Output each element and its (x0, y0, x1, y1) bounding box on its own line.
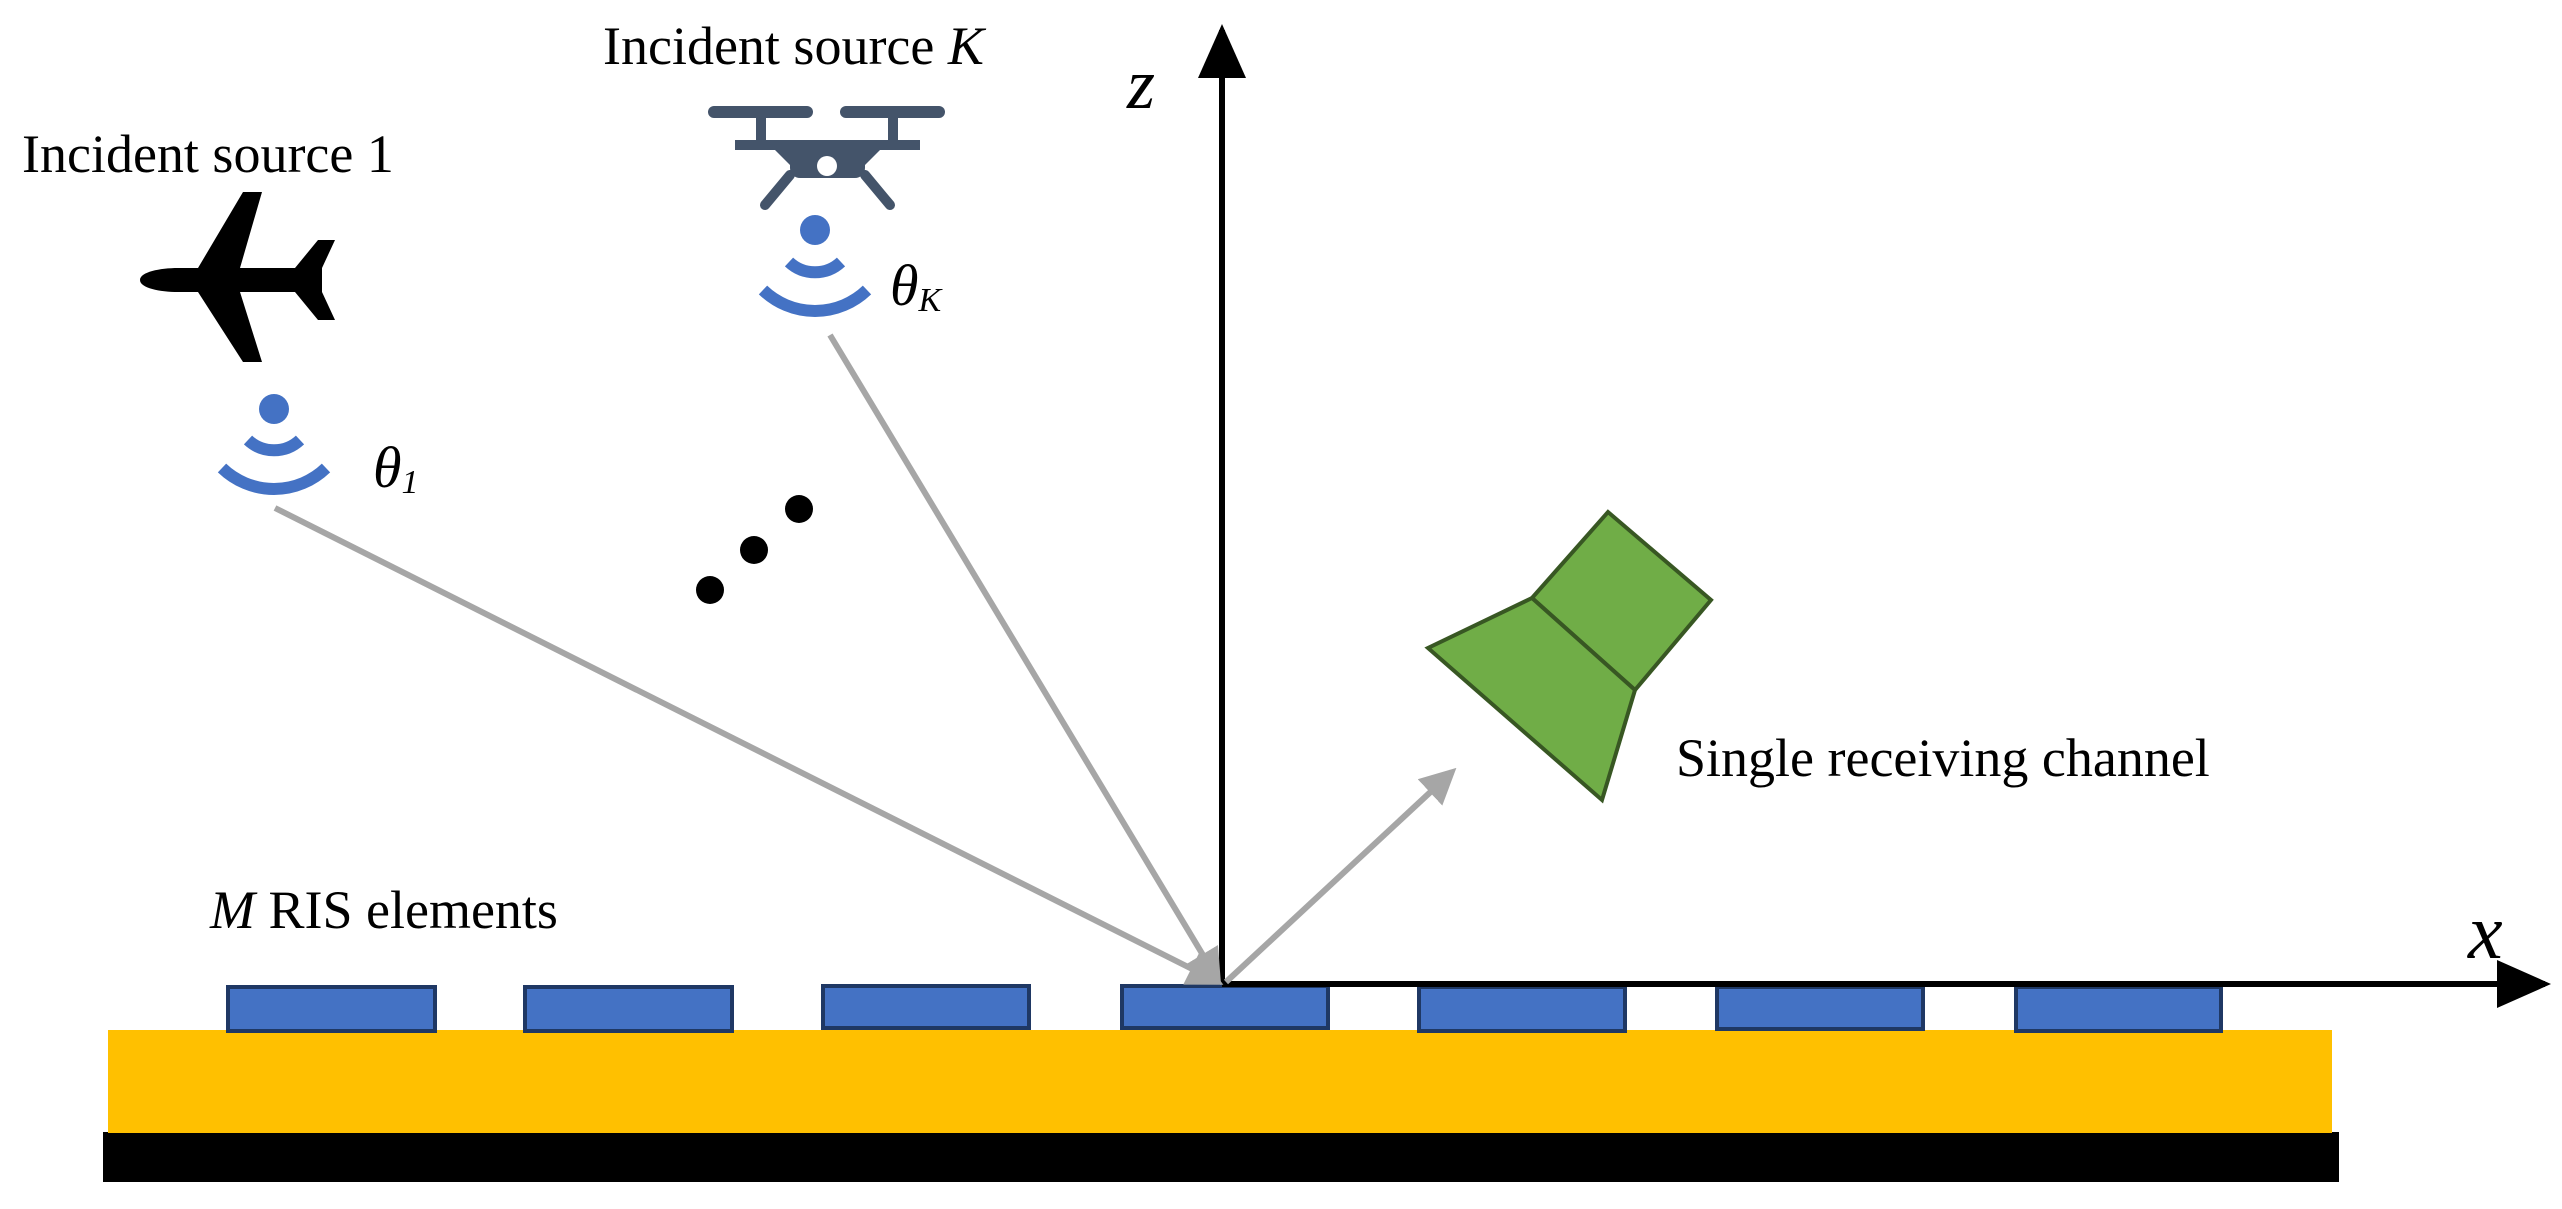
ris-elements (226, 984, 2223, 1033)
airplane-icon (140, 192, 335, 362)
ris-element (523, 985, 734, 1033)
ground-plate (103, 1132, 2339, 1182)
ray-sourceK (827, 333, 1222, 986)
ray-reflected (1223, 767, 1457, 985)
ris-element (2014, 985, 2223, 1033)
horn-antenna-icon (1424, 509, 1714, 804)
x-axis-label: x (2467, 888, 2503, 975)
z-axis-label: z (1126, 44, 1155, 124)
wireless-signal-icon (758, 215, 872, 317)
ris-element (1715, 985, 1925, 1031)
ris-substrate (108, 1030, 2332, 1133)
ris-element (1417, 985, 1627, 1033)
ellipsis-dots (696, 495, 813, 604)
drone-icon (708, 106, 945, 210)
ris-element (1120, 984, 1330, 1030)
ris-element (821, 984, 1031, 1030)
ris-label: M RIS elements (209, 880, 558, 940)
receiver-label: Single receiving channel (1676, 728, 2210, 788)
ray-source1 (273, 505, 1224, 985)
ris-element (226, 985, 437, 1033)
theta1-label: θ1 (373, 435, 419, 501)
thetaK-label: θK (890, 253, 944, 319)
sourceK-label: Incident source K (603, 16, 987, 76)
wireless-signal-icon (217, 394, 331, 495)
source1-label: Incident source 1 (22, 124, 394, 184)
